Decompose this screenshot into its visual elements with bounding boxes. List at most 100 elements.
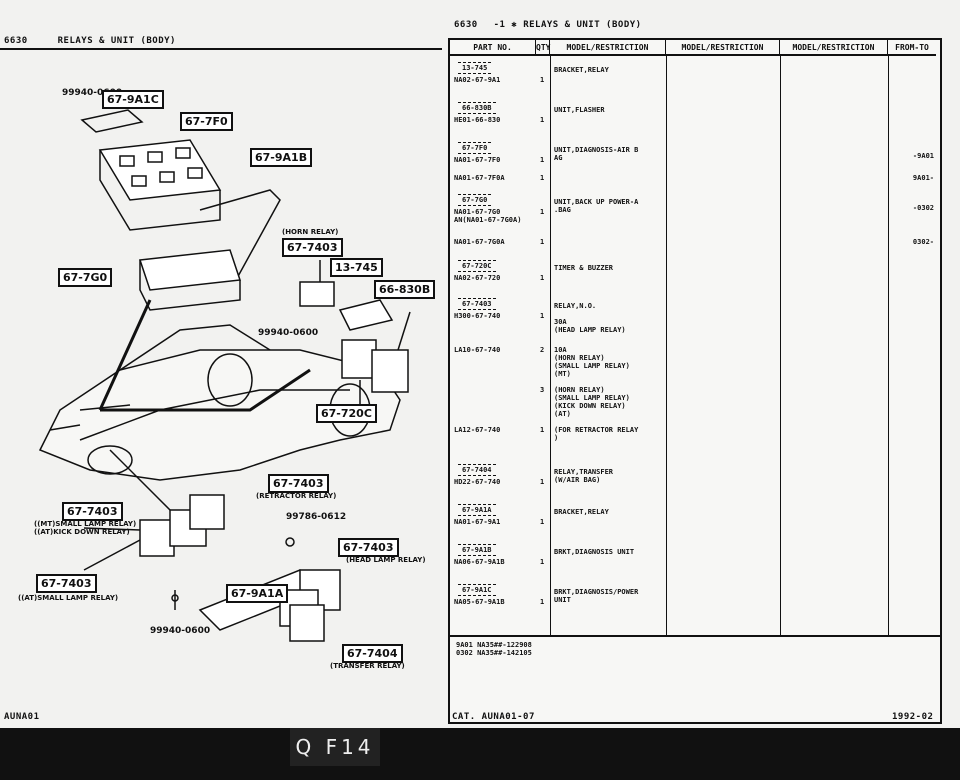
label-67-7g0: 67-7G0 [58,268,113,287]
quantity: 2 [540,346,545,354]
from-to: -9A01 [912,152,934,160]
col-model-3: MODEL/RESTRICTION [780,40,888,56]
quantity: 1 [540,558,545,566]
ref-box: 67-7404 [458,464,496,476]
description: UNIT,DIAGNOSIS-AIR B AG [554,146,639,162]
scan-bottom-bar [0,728,960,780]
description: UNIT,BACK UP POWER-A .BAG [554,198,639,214]
part-number: LA12-67-740 [454,426,501,434]
from-to: -0302 [912,204,934,212]
ref-box: 67-720C [458,260,496,272]
ref-box: 67-9A1A [458,504,496,516]
label-13-745: 13-745 [330,258,383,277]
part-number: NA01-67-7F0A [454,174,505,182]
exploded-diagram [38,109,411,642]
ref-box: 13-745 [458,62,492,74]
part-number: NA01-67-9A1 [454,518,501,526]
label-67-7403-retractor: 67-7403 [268,474,329,493]
part-number: HE01-66-830 [454,116,501,124]
right-title: -1 ✱ RELAYS & UNIT (BODY) [493,20,642,30]
from-to: 0302- [912,238,934,246]
note-head-lamp-relay: (HEAD LAMP RELAY) [346,556,426,564]
part-number: LA10-67-740 [454,346,501,354]
col-qty: QTY [536,40,550,56]
description: BRACKET,RELAY [554,508,609,516]
quantity: 1 [540,274,545,282]
label-67-9a1b: 67-9A1B [250,148,313,167]
quantity: 1 [540,478,545,486]
left-page-code: 6630 [4,36,28,46]
label-67-7403-small-lamp: 67-7403 [62,502,123,521]
code-99786-0612: 99786-0612 [286,512,347,522]
part-number: NA01-67-7G0A [454,238,505,246]
left-title: RELAYS & UNIT (BODY) [57,36,176,46]
description: (HORN RELAY) (SMALL LAMP RELAY) (KICK DO… [554,386,630,418]
description: TIMER & BUZZER [554,264,614,272]
divider-model-3 [888,56,889,635]
description: RELAY,TRANSFER (W/AIR BAG) [554,468,614,484]
label-67-9a1a: 67-9A1A [226,584,289,603]
description: BRKT,DIAGNOSIS UNIT [554,548,635,556]
description: 10A (HORN RELAY) (SMALL LAMP RELAY) (MT) [554,346,630,378]
quantity: 1 [540,76,545,84]
footer-left-code: AUNA01 [4,712,40,722]
ref-box: 66-830B [458,102,496,114]
ref-box: 67-7F0 [458,142,492,154]
description: RELAY,N.O. 30A (HEAD LAMP RELAY) [554,302,626,334]
quantity: 1 [540,312,545,320]
ref-box: 67-7G0 [458,194,492,206]
label-67-720c: 67-720C [316,404,377,423]
part-number: HD22-67-740 [454,478,501,486]
description: BRACKET,RELAY [554,66,609,74]
part-number: NA01-67-7F0 [454,156,501,164]
note-horn-relay: (HORN RELAY) [282,228,339,236]
ref-box: 67-9A1C [458,584,496,596]
quantity: 1 [540,238,545,246]
part-number: NA06-67-9A1B [454,558,505,566]
right-page-code: 6630 [454,20,478,30]
footer-year: 1992-02 [892,712,934,722]
part-number: NA02-67-9A1 [454,76,501,84]
description: (FOR RETRACTOR RELAY ) [554,426,639,442]
description: BRKT,DIAGNOSIS/POWER UNIT [554,588,639,604]
label-67-7403-at-small-lamp: 67-7403 [36,574,97,593]
col-from-to: FROM-TO [888,40,936,56]
description: UNIT,FLASHER [554,106,605,114]
quantity: 1 [540,518,545,526]
page-tab: Q F14 [290,728,380,766]
parts-table: PART NO. QTY MODEL/RESTRICTION MODEL/RES… [448,38,942,724]
col-model-2: MODEL/RESTRICTION [666,40,780,56]
note-at-small-lamp: ((AT)SMALL LAMP RELAY) [18,594,119,602]
quantity: 1 [540,208,545,216]
ref-box: 67-7403 [458,298,496,310]
quantity: 1 [540,116,545,124]
col-model-1: MODEL/RESTRICTION [550,40,666,56]
col-part-no: PART NO. [450,40,536,56]
quantity: 1 [540,598,545,606]
left-header-rule [0,48,442,50]
note-at-kick-down: ((AT)KICK DOWN RELAY) [34,528,130,536]
part-number: NA05-67-9A1B [454,598,505,606]
label-66-830b: 66-830B [374,280,436,299]
note-mt-small-lamp: ((MT)SMALL LAMP RELAY) [34,520,137,528]
quantity: 1 [540,426,545,434]
code-99940-0600-mid: 99940-0600 [258,328,319,338]
footnote-0302: 0302 NA35##-142105 [456,649,532,657]
divider-model-2 [780,56,781,635]
label-67-9a1c: 67-9A1C [102,90,164,109]
footnotes: 9A01 NA35##-122908 0302 NA35##-142105 [450,635,940,657]
note-retractor-relay: (RETRACTOR RELAY) [256,492,337,500]
part-number: NA01-67-7G0 AN(NA01-67-7G0A) [454,208,522,224]
code-99940-0600-top: 99940-0600 [62,88,123,98]
part-number: H300-67-740 [454,312,501,320]
divider-model-1 [666,56,667,635]
quantity: 3 [540,386,545,394]
right-header: 6630 -1 ✱ RELAYS & UNIT (BODY) [454,20,642,30]
quantity: 1 [540,156,545,164]
footnote-9a01: 9A01 NA35##-122908 [456,641,532,649]
note-transfer-relay: (TRANSFER RELAY) [330,662,405,670]
label-67-7403-horn: 67-7403 [282,238,343,257]
ref-box: 67-9A1B [458,544,496,556]
part-number: NA02-67-720 [454,274,501,282]
label-67-7f0: 67-7F0 [180,112,233,131]
